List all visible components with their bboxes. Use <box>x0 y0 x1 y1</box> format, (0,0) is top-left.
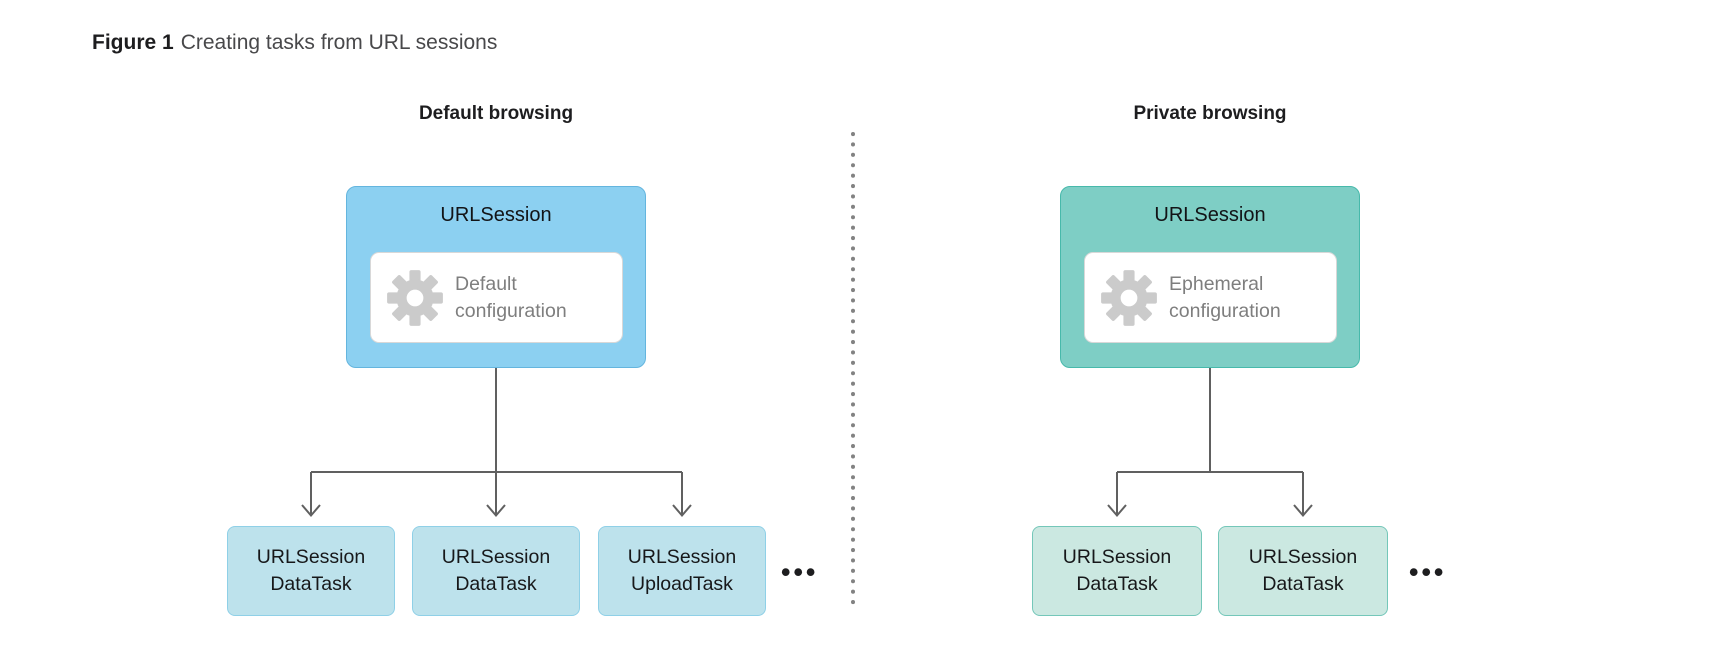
task-line2: DataTask <box>1262 573 1344 595</box>
task-line1: URLSession <box>627 546 737 568</box>
more-tasks-ellipsis: ••• <box>1409 557 1447 587</box>
task-line2: DataTask <box>1076 573 1158 595</box>
figure-caption: Figure 1 Creating tasks from URL sessions <box>92 31 497 55</box>
session-box-ephemeral: URLSession <box>1060 186 1360 368</box>
config-line2: configuration <box>455 299 567 322</box>
task-line2: DataTask <box>270 573 352 595</box>
arrowhead-icon <box>672 504 692 518</box>
arrowhead-icon <box>301 504 321 518</box>
arrowhead-icon <box>1107 504 1127 518</box>
config-line1: Default <box>455 272 517 295</box>
session-box-default: URLSession <box>346 186 646 368</box>
right-connector <box>1107 368 1313 518</box>
gear-icon <box>1101 269 1157 326</box>
column-header-private-browsing: Private browsing <box>1133 103 1287 124</box>
left-connector <box>301 368 692 518</box>
config-label: Default configuration <box>455 271 567 325</box>
arrowhead-icon <box>486 504 506 518</box>
figure-caption-text: Creating tasks from URL sessions <box>180 31 498 54</box>
task-line1: URLSession <box>256 546 366 568</box>
task-line1: URLSession <box>1062 546 1172 568</box>
task-line1: URLSession <box>441 546 551 568</box>
config-line1: Ephemeral <box>1169 272 1264 295</box>
task-line2: DataTask <box>455 573 537 595</box>
gear-icon <box>387 269 443 326</box>
task-line2: UploadTask <box>631 573 733 595</box>
config-line2: configuration <box>1169 299 1281 322</box>
session-title: URLSession <box>440 204 552 226</box>
more-tasks-ellipsis: ••• <box>781 557 819 587</box>
config-label: Ephemeral configuration <box>1169 271 1281 325</box>
figure-label: Figure 1 <box>92 31 174 54</box>
config-chip-ephemeral: Ephemeral configuration <box>1084 252 1337 343</box>
task-line1: URLSession <box>1248 546 1358 568</box>
arrowhead-icon <box>1293 504 1313 518</box>
config-chip-default: Default configuration <box>370 252 623 343</box>
session-title: URLSession <box>1154 204 1266 226</box>
column-header-default-browsing: Default browsing <box>418 103 574 124</box>
